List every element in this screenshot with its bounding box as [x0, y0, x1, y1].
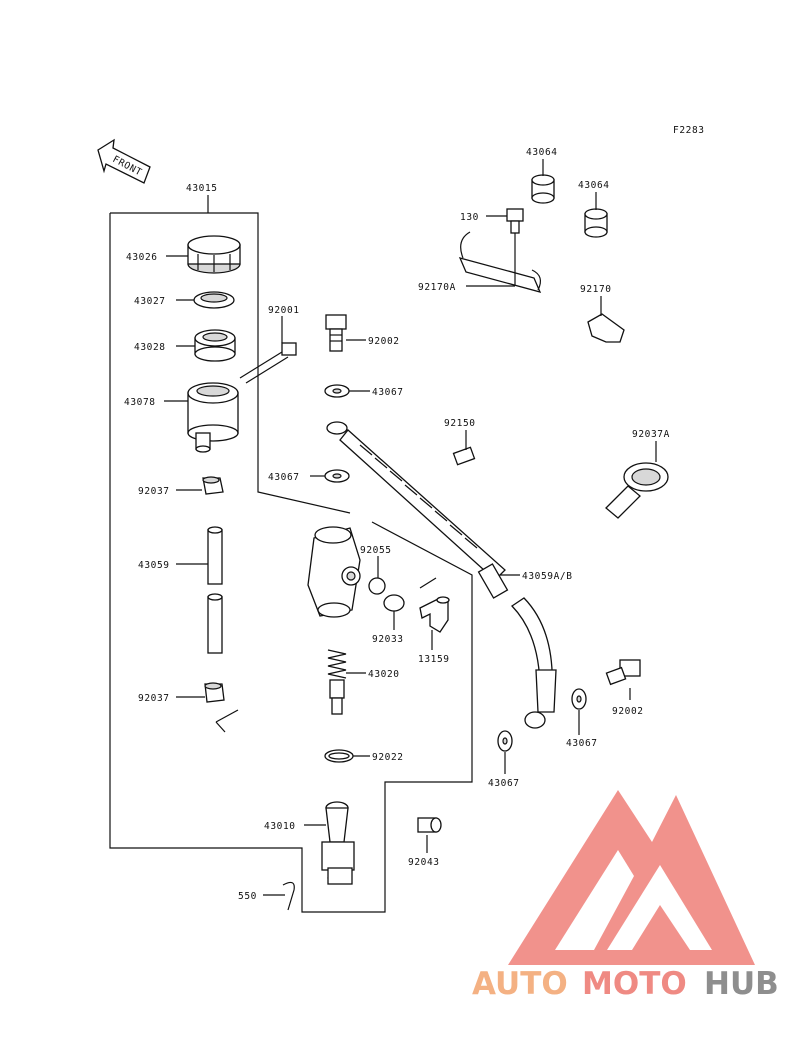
label-43026: 43026 [126, 252, 158, 263]
label-43078: 43078 [124, 397, 156, 408]
bracket-bolt-part [506, 208, 524, 234]
circlip-part-92022 [324, 749, 354, 763]
label-43067-c: 43067 [566, 738, 598, 749]
label-92002-top: 92002 [368, 336, 400, 347]
grommet-part-a [531, 174, 555, 204]
diaphragm-plate-part [193, 291, 235, 309]
label-550: 550 [238, 891, 257, 902]
washer-part-b [324, 469, 350, 483]
label-92037-bottom: 92037 [138, 693, 170, 704]
figure-code: F2283 [673, 125, 705, 136]
hose-bracket-part [458, 231, 542, 293]
part-labels: 43015 43026 43027 43028 43078 92037 4305… [124, 147, 670, 902]
reservoir-hose-part [207, 526, 223, 654]
label-130: 130 [460, 212, 479, 223]
assembly-outline [109, 195, 473, 913]
banjo-bolt-part-bottom [605, 659, 641, 686]
label-92170: 92170 [580, 284, 612, 295]
clevis-pin-part [417, 817, 442, 833]
reservoir-cap-part [187, 235, 241, 274]
washer-part-c [571, 688, 587, 710]
banjo-bolt-part-top [325, 314, 347, 352]
hose-guide-part [587, 313, 625, 343]
brand-moto: MOTO [582, 966, 687, 1002]
label-43027: 43027 [134, 296, 166, 307]
bracket-clamp-part [605, 462, 669, 519]
label-92043: 92043 [408, 857, 440, 868]
label-92170a: 92170A [418, 282, 456, 293]
diaphragm-part [194, 329, 236, 362]
label-92001: 92001 [268, 305, 300, 316]
hose-clamp-part-bottom [204, 682, 239, 733]
o-ring-part [368, 577, 386, 595]
label-43064-b: 43064 [578, 180, 610, 191]
label-92055: 92055 [360, 545, 392, 556]
label-43067-d: 43067 [488, 778, 520, 789]
piston-spring-part [327, 649, 347, 715]
label-43028: 43028 [134, 342, 166, 353]
watermark-text: AUTO MOTO HUB [472, 966, 779, 1002]
hose-bolt-part [452, 446, 476, 466]
brand-auto: AUTO [472, 966, 568, 1002]
label-43020: 43020 [368, 669, 400, 680]
label-92033: 92033 [372, 634, 404, 645]
label-92022: 92022 [372, 752, 404, 763]
push-rod-part [321, 801, 355, 885]
label-43067-a: 43067 [372, 387, 404, 398]
label-92002-bottom: 92002 [612, 706, 644, 717]
washer-part-a [324, 384, 350, 398]
reservoir-tank-part [187, 382, 239, 453]
label-43067-b: 43067 [268, 472, 300, 483]
label-43059: 43059 [138, 560, 170, 571]
hose-clamp-part-top [202, 476, 224, 495]
label-13159: 13159 [418, 654, 450, 665]
label-92150: 92150 [444, 418, 476, 429]
leader-lines [164, 159, 657, 896]
cotter-pin-part [282, 881, 295, 911]
label-43015: 43015 [186, 183, 218, 194]
brake-hose-part [326, 421, 557, 729]
label-43010: 43010 [264, 821, 296, 832]
master-cylinder-body-part [307, 526, 361, 618]
front-arrow-icon: FRONT [97, 138, 151, 184]
label-92037-top: 92037 [138, 486, 170, 497]
hose-fitting-part [419, 577, 450, 633]
label-43059ab: 43059A/B [522, 571, 573, 582]
washer-part-d [497, 730, 513, 752]
label-43064-a: 43064 [526, 147, 558, 158]
reservoir-bolt-part [239, 342, 297, 384]
brand-hub: HUB [704, 966, 779, 1002]
circlip-part-92033 [383, 594, 405, 612]
label-92037a: 92037A [632, 429, 670, 440]
grommet-part-b [584, 208, 608, 238]
watermark-logo-icon [508, 790, 755, 965]
